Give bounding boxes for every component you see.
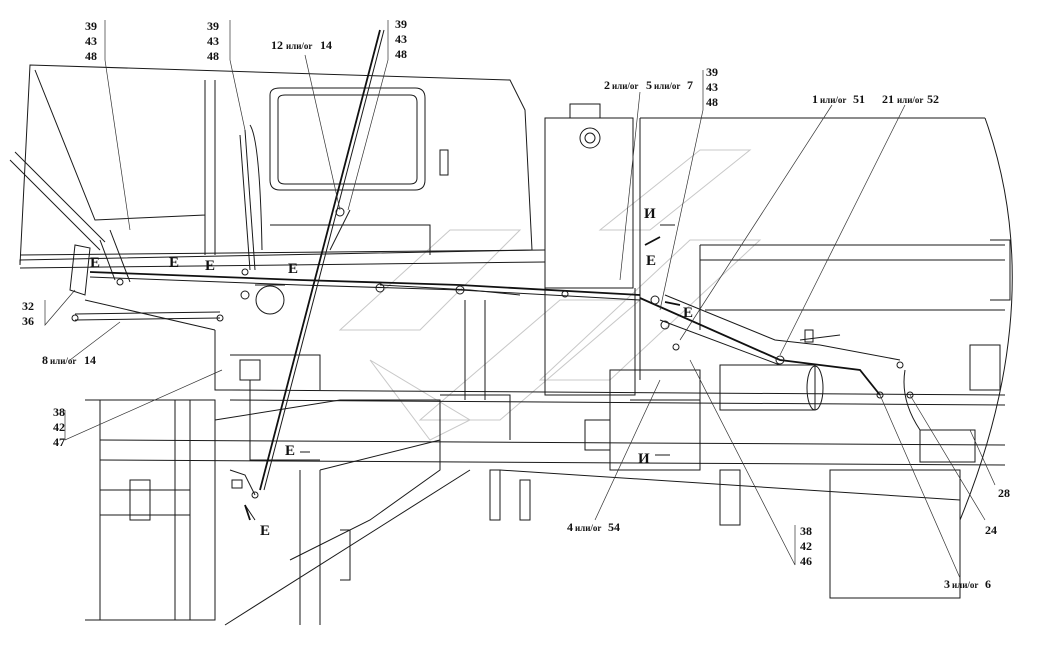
callout-38-42-47: 38 42 47 (53, 405, 65, 449)
svg-text:21: 21 (882, 92, 894, 106)
svg-text:или/or: или/or (286, 41, 312, 51)
svg-text:или/or: или/or (820, 95, 846, 105)
callout-38-42-46: 38 42 46 (800, 524, 812, 568)
view-mark-e: Е (260, 523, 270, 539)
svg-text:46: 46 (800, 554, 812, 568)
lower-structure (85, 300, 961, 626)
view-mark-e: Е (205, 258, 215, 274)
svg-text:2: 2 (604, 78, 610, 92)
view-mark-i: И (638, 451, 650, 467)
callout-2-or-5-or-7: 2 или/or 5 или/or 7 (604, 78, 693, 92)
view-markers: Е Е Е Е Е Е Е Е И И (90, 206, 693, 539)
leader-lines (44, 20, 996, 579)
svg-text:43: 43 (85, 34, 97, 48)
view-mark-e: Е (285, 443, 295, 459)
svg-text:3: 3 (944, 577, 950, 591)
svg-text:39: 39 (395, 17, 407, 31)
callout-32-36: 32 36 (22, 299, 34, 328)
svg-text:7: 7 (687, 78, 693, 92)
svg-text:43: 43 (706, 80, 718, 94)
svg-text:39: 39 (706, 65, 718, 79)
callout-12-or-14: 12 или/or 14 (271, 38, 332, 52)
hydraulic-lines (89, 29, 921, 521)
svg-text:43: 43 (207, 34, 219, 48)
callout-3-or-6: 3 или/or 6 (944, 577, 991, 591)
callout-21-or-52: 21 или/or 52 (882, 92, 939, 106)
svg-text:48: 48 (395, 47, 407, 61)
svg-text:12: 12 (271, 38, 283, 52)
callout-4-or-54: 4 или/or 54 (567, 520, 620, 534)
svg-text:32: 32 (22, 299, 34, 313)
svg-text:47: 47 (53, 435, 65, 449)
fittings (71, 207, 914, 499)
callout-28: 28 (998, 486, 1010, 500)
svg-text:или/or: или/or (897, 95, 923, 105)
svg-text:42: 42 (800, 539, 812, 553)
svg-text:6: 6 (985, 577, 991, 591)
svg-text:43: 43 (395, 32, 407, 46)
view-mark-i: И (644, 206, 656, 222)
svg-text:54: 54 (608, 520, 620, 534)
svg-text:5: 5 (646, 78, 652, 92)
svg-text:39: 39 (207, 19, 219, 33)
svg-text:39: 39 (85, 19, 97, 33)
callout-39-43-48-d: 39 43 48 (706, 65, 718, 109)
view-mark-e: Е (288, 261, 298, 277)
svg-text:или/or: или/or (654, 81, 680, 91)
svg-text:8: 8 (42, 353, 48, 367)
callout-24: 24 (985, 523, 997, 537)
view-mark-e: Е (90, 255, 100, 271)
svg-text:или/or: или/or (575, 523, 601, 533)
callout-39-43-48-a: 39 43 48 (85, 19, 97, 63)
svg-text:38: 38 (53, 405, 65, 419)
svg-text:42: 42 (53, 420, 65, 434)
svg-text:52: 52 (927, 92, 939, 106)
svg-text:38: 38 (800, 524, 812, 538)
callout-8-or-14: 8 или/or 14 (42, 353, 96, 367)
svg-text:1: 1 (812, 92, 818, 106)
svg-text:или/or: или/or (952, 580, 978, 590)
svg-text:48: 48 (207, 49, 219, 63)
view-mark-e: Е (169, 255, 179, 271)
view-mark-e: Е (683, 305, 693, 321)
cab-outline (9, 64, 546, 269)
svg-text:или/or: или/or (612, 81, 638, 91)
svg-text:14: 14 (320, 38, 332, 52)
svg-text:36: 36 (22, 314, 34, 328)
callout-39-43-48-b: 39 43 48 (207, 19, 219, 63)
hydraulic-tank (544, 103, 636, 396)
svg-text:51: 51 (853, 92, 865, 106)
svg-text:4: 4 (567, 520, 573, 534)
svg-text:или/or: или/or (50, 356, 76, 366)
svg-text:48: 48 (706, 95, 718, 109)
view-mark-e: Е (646, 253, 656, 269)
callout-1-or-51: 1 или/or 51 (812, 92, 865, 106)
callout-39-43-48-c: 39 43 48 (395, 17, 407, 61)
svg-text:48: 48 (85, 49, 97, 63)
frame-and-engine (99, 117, 1013, 599)
svg-text:14: 14 (84, 353, 96, 367)
